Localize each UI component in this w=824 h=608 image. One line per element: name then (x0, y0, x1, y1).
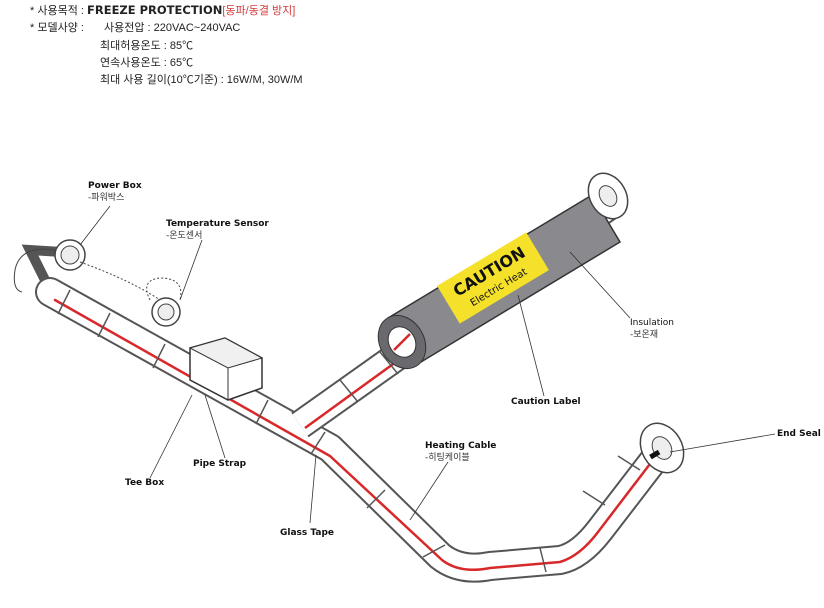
tee-box (188, 337, 264, 401)
power-box-sublabel: -파워박스 (88, 192, 124, 203)
spec-continuous-temp: 연속사용온도 : 65℃ (100, 57, 194, 69)
insulation-sublabel: -보온재 (630, 329, 658, 340)
caution-label-label: Caution Label (511, 397, 581, 407)
temperature-sensor (79, 261, 182, 327)
pipe-strap-label: Pipe Strap (193, 459, 247, 469)
temperature-sensor-sublabel: -온도센서 (166, 230, 202, 241)
purpose-value: FREEZE PROTECTION (87, 3, 223, 17)
power-box-label: Power Box (88, 181, 142, 191)
heating-cable-sublabel: -히팅케이블 (425, 452, 470, 463)
purpose-korean: [동파/동결 방지] (222, 5, 296, 17)
spec-max-temp: 최대허용온도 : 85℃ (100, 40, 194, 52)
insulation-label: Insulation (630, 318, 674, 328)
end-flange-top (587, 172, 629, 220)
end-seal-label: End Seal (777, 429, 821, 439)
glass-tape-bands (57, 289, 641, 573)
temperature-sensor-label: Temperature Sensor (166, 219, 269, 229)
spec-max-length: 최대 사용 길이(10℃기준) : 16W/M, 30W/M (100, 74, 303, 86)
power-box (13, 239, 86, 293)
end-seal-flange (639, 422, 685, 474)
glass-tape-label: Glass Tape (280, 528, 334, 538)
model-label: * 모델사양 : (30, 22, 84, 34)
main-pipe (35, 277, 675, 583)
purpose-label: * 사용목적 : (30, 5, 84, 17)
heating-cable-label: Heating Cable (425, 441, 496, 451)
spec-voltage: 사용전압 : 220VAC~240VAC (104, 22, 241, 34)
heating-cable-line (53, 298, 658, 571)
spec-purpose: * 사용목적 : FREEZE PROTECTION[동파/동결 방지] (30, 2, 295, 18)
leader-lines (79, 205, 776, 524)
tee-box-label: Tee Box (125, 478, 164, 488)
